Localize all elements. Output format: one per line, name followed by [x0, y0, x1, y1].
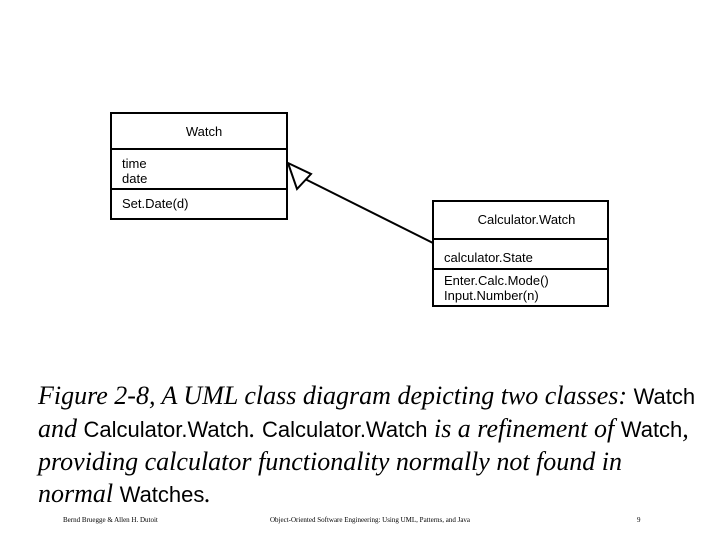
caption-code-watch-2: Watch: [620, 417, 683, 442]
operation-set-date: Set.Date(d): [122, 196, 189, 211]
caption-code-calculator-watch-1: Calculator.Watch: [83, 417, 249, 442]
caption-code-calculator-watch-2: Calculator.Watch: [261, 417, 428, 442]
caption-code-watch-1: Watch: [633, 384, 696, 409]
caption-text-and: and: [38, 414, 84, 443]
caption-text-3: , providing calculator functionality nor…: [38, 414, 689, 508]
generalization-line: [302, 177, 442, 248]
caption-code-watches: Watches: [119, 482, 205, 507]
footer-page-number: 9: [637, 516, 641, 524]
attribute-calculator-state: calculator.State: [444, 250, 533, 265]
caption-text-1: Figure 2-8, A UML class diagram depictin…: [38, 381, 634, 410]
generalization-triangle: [286, 161, 313, 191]
caption-text-period: .: [248, 414, 262, 443]
attribute-date: date: [122, 171, 148, 186]
class-name: Watch: [185, 124, 223, 139]
operation-input-number: Input.Number(n): [444, 288, 539, 303]
footer-book-title: Object-Oriented Software Engineering: Us…: [270, 516, 471, 524]
operation-enter-calc-mode: Enter.Calc.Mode(): [444, 273, 549, 288]
class-name: Calculator.Watch: [477, 212, 576, 227]
attributes-compartment: time date: [112, 148, 286, 188]
class-watch: Watch time date Set.Date(d): [110, 112, 288, 220]
caption-text-2: is a refinement of: [427, 414, 621, 443]
operations-compartment: Set.Date(d): [112, 188, 286, 211]
footer-authors: Bernd Bruegge & Allen H. Dutoit: [63, 516, 158, 524]
attribute-time: time: [122, 156, 147, 171]
class-calculator-watch: Calculator.Watch calculator.State Enter.…: [432, 200, 609, 307]
attributes-compartment: calculator.State: [434, 238, 607, 268]
figure-caption: Figure 2-8, A UML class diagram depictin…: [38, 380, 698, 511]
operations-compartment: Enter.Calc.Mode() Input.Number(n): [434, 268, 607, 303]
caption-text-end: .: [204, 479, 211, 508]
